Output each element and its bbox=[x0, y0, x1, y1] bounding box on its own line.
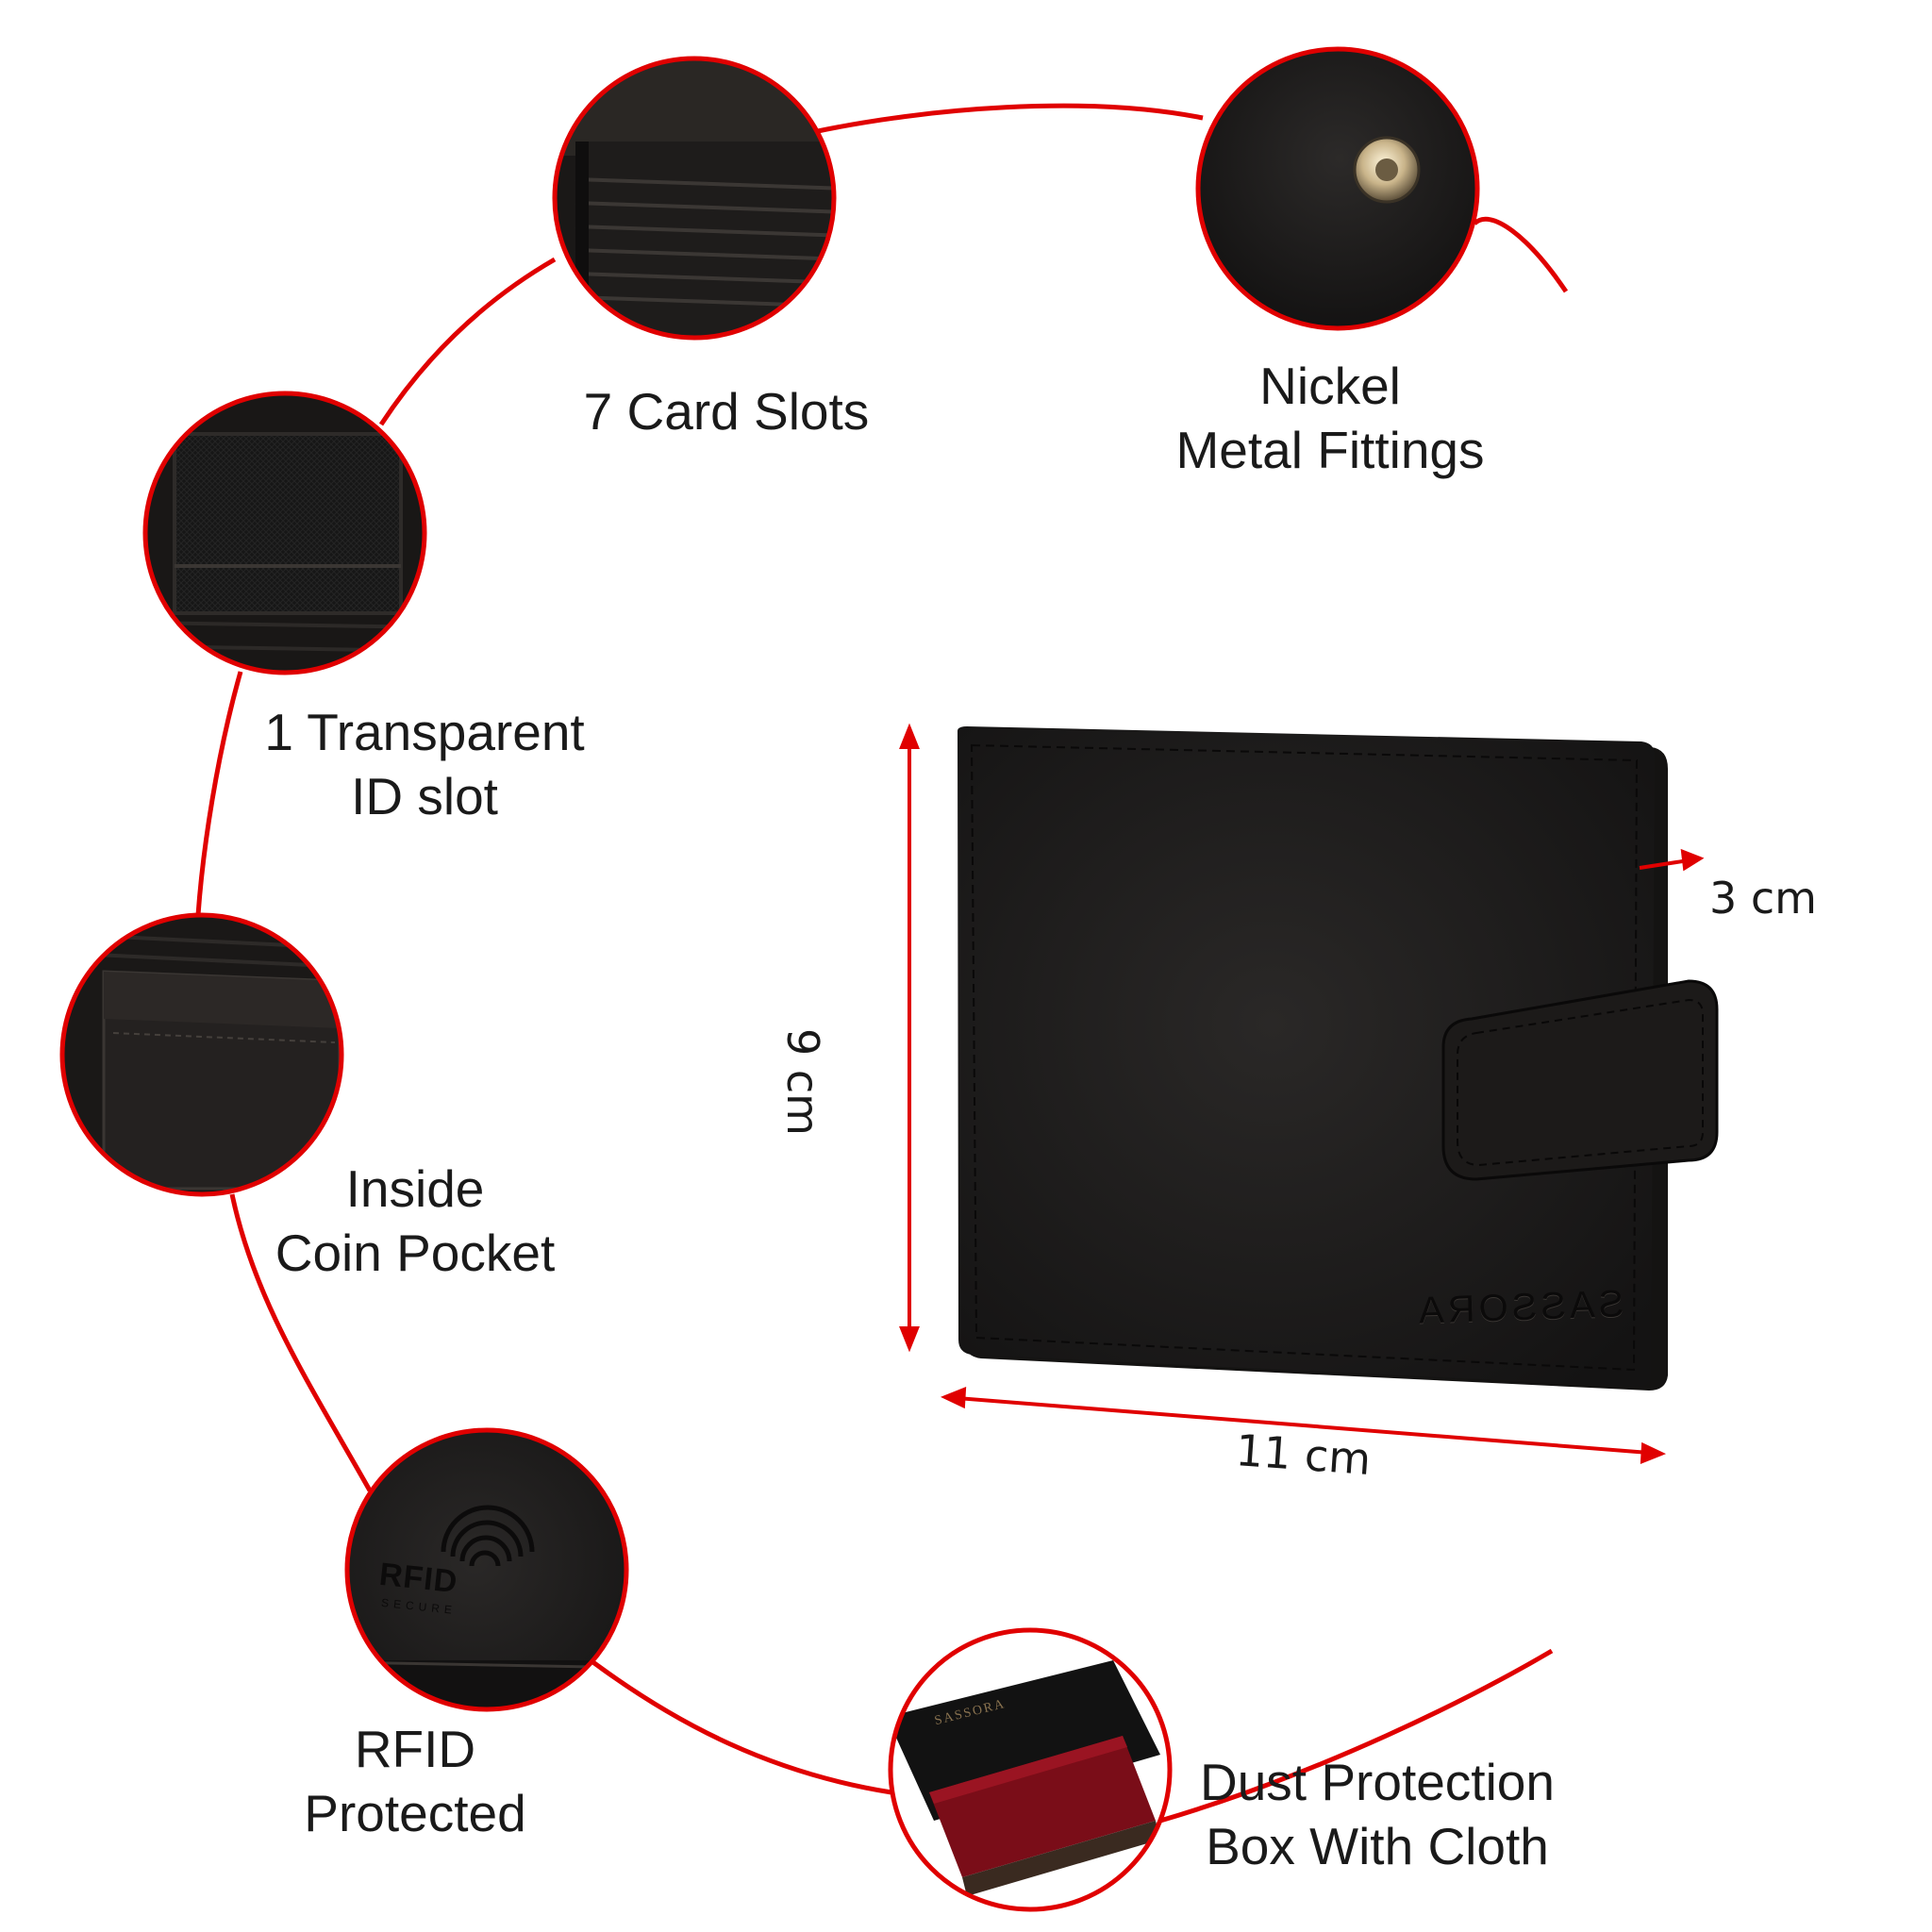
width-arrow bbox=[941, 1386, 1666, 1465]
nickel-fittings-photo bbox=[1195, 46, 1480, 331]
label-line: Metal Fittings bbox=[1175, 421, 1485, 479]
label-line: ID slot bbox=[351, 767, 498, 825]
label-line: Box With Cloth bbox=[1206, 1817, 1549, 1875]
label-line: 7 Card Slots bbox=[583, 382, 870, 441]
depth-label: 3 cm bbox=[1709, 873, 1817, 924]
depth-arrow bbox=[1639, 848, 1705, 872]
label-line: Coin Pocket bbox=[275, 1224, 556, 1282]
rfid-photo bbox=[344, 1427, 629, 1712]
label-rfid: RFID Protected bbox=[255, 1717, 575, 1845]
gift-box-photo bbox=[888, 1627, 1173, 1912]
label-line: Inside bbox=[345, 1159, 485, 1218]
brand-emboss: SASSORA bbox=[1414, 1283, 1625, 1332]
id-slot-photo bbox=[142, 391, 427, 675]
label-line: 1 Transparent bbox=[264, 703, 585, 761]
wallet-photo bbox=[958, 726, 1719, 1391]
label-line: RFID bbox=[354, 1720, 476, 1778]
connector-arc bbox=[195, 103, 1569, 1824]
height-label: 9 cm bbox=[777, 1028, 828, 1136]
label-card-slots: 7 Card Slots bbox=[547, 379, 906, 443]
card-slots-photo bbox=[552, 56, 837, 341]
label-coin: Inside Coin Pocket bbox=[236, 1157, 594, 1285]
label-line: Dust Protection bbox=[1199, 1753, 1555, 1811]
label-box: Dust Protection Box With Cloth bbox=[1170, 1750, 1585, 1878]
label-id-slot: 1 Transparent ID slot bbox=[226, 700, 623, 828]
label-line: Protected bbox=[304, 1784, 526, 1842]
label-nickel: Nickel Metal Fittings bbox=[1132, 354, 1528, 482]
height-arrow bbox=[899, 723, 920, 1353]
label-line: Nickel bbox=[1259, 357, 1401, 415]
width-label: 11 cm bbox=[1234, 1424, 1373, 1485]
